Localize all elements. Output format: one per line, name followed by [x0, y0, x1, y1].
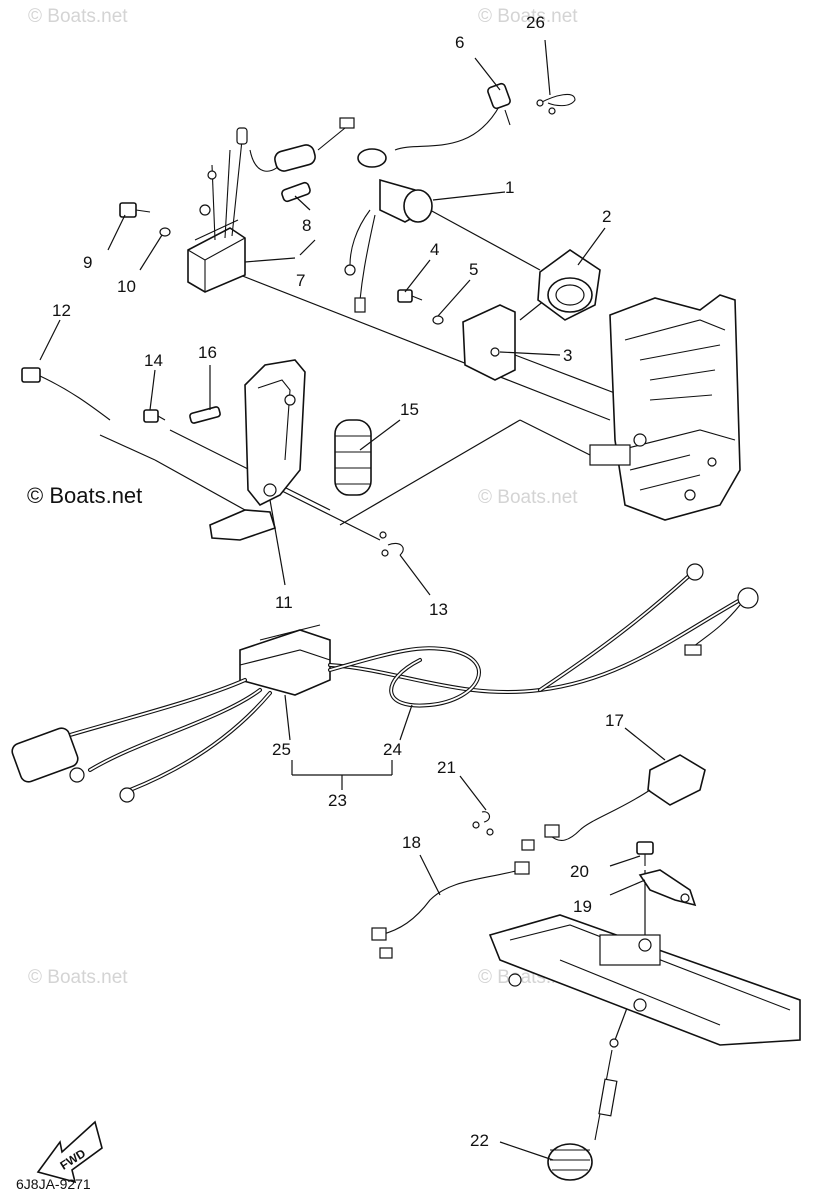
- part-15-grommet: [334, 419, 372, 496]
- callout-23: 23: [328, 791, 347, 810]
- part-14-screw: [143, 409, 166, 423]
- callout-6: 6: [455, 33, 464, 52]
- part-17-switch: [544, 754, 706, 841]
- watermark-bottom-left: © Boats.net: [28, 967, 128, 988]
- lower-bracket: [488, 914, 801, 1046]
- callout-12: 12: [52, 301, 71, 320]
- part-24-battery-cable: [328, 563, 759, 708]
- callout-1: 1: [505, 178, 514, 197]
- part-21-clip: [472, 811, 494, 836]
- callout-24: 24: [383, 740, 402, 759]
- callout-19: 19: [573, 897, 592, 916]
- part-7-rectifier: [187, 127, 248, 293]
- leader-lines: [39, 39, 666, 1161]
- fwd-arrow: FWD: [36, 1120, 103, 1184]
- callout-22: 22: [470, 1131, 489, 1150]
- watermark-mid-left: © Boats.net: [27, 483, 142, 508]
- diagram-code: 6J8JA-9271: [16, 1176, 91, 1192]
- callout-10: 10: [117, 277, 136, 296]
- part-19-holder: [638, 869, 697, 907]
- part-8-fuse: [249, 117, 355, 203]
- callout-3: 3: [563, 346, 572, 365]
- callout-18: 18: [402, 833, 421, 852]
- callout-numbers: 1 2 3 4 5 6 7 8 9 10 11 12 13 14 15 16 1…: [52, 13, 624, 1150]
- watermark-top-right: © Boats.net: [478, 6, 578, 27]
- part-5-washer: [432, 315, 444, 325]
- part-13-clip: [379, 531, 404, 557]
- part-26-clip: [536, 93, 576, 115]
- callout-21: 21: [437, 758, 456, 777]
- watermark-mid-right: © Boats.net: [478, 487, 578, 508]
- part-20-bolt: [636, 841, 654, 866]
- part-9-bolt: [119, 202, 151, 218]
- callout-11: 11: [275, 593, 293, 612]
- callout-26: 26: [526, 13, 545, 32]
- part-18-wire-lead: [371, 839, 535, 959]
- callout-2: 2: [602, 207, 611, 226]
- callout-15: 15: [400, 400, 419, 419]
- callout-16: 16: [198, 343, 217, 362]
- part-12-cable: [21, 367, 111, 421]
- callout-17: 17: [605, 711, 624, 730]
- callout-14: 14: [144, 351, 163, 370]
- callout-25: 25: [272, 740, 291, 759]
- part-16-bolt: [189, 406, 221, 424]
- part-10-washer: [159, 227, 171, 237]
- part-25-connector: [11, 624, 331, 803]
- callout-4: 4: [430, 240, 439, 259]
- callout-9: 9: [83, 253, 92, 272]
- callout-13: 13: [429, 600, 448, 619]
- engine-bracket: [589, 294, 741, 521]
- part-2-bracket: [537, 249, 601, 321]
- watermark-top-left: © Boats.net: [28, 6, 128, 27]
- part-11-junction-box: [209, 359, 306, 541]
- part-3-bracket: [462, 304, 516, 381]
- part-4-bolt: [397, 289, 423, 303]
- part-6-plug-cap: [394, 82, 511, 151]
- callout-20: 20: [570, 862, 589, 881]
- callout-5: 5: [469, 260, 478, 279]
- callout-8: 8: [302, 216, 311, 235]
- callout-7: 7: [296, 271, 305, 290]
- part-22-sensor: [547, 1038, 619, 1181]
- part-1-relay: [344, 148, 433, 313]
